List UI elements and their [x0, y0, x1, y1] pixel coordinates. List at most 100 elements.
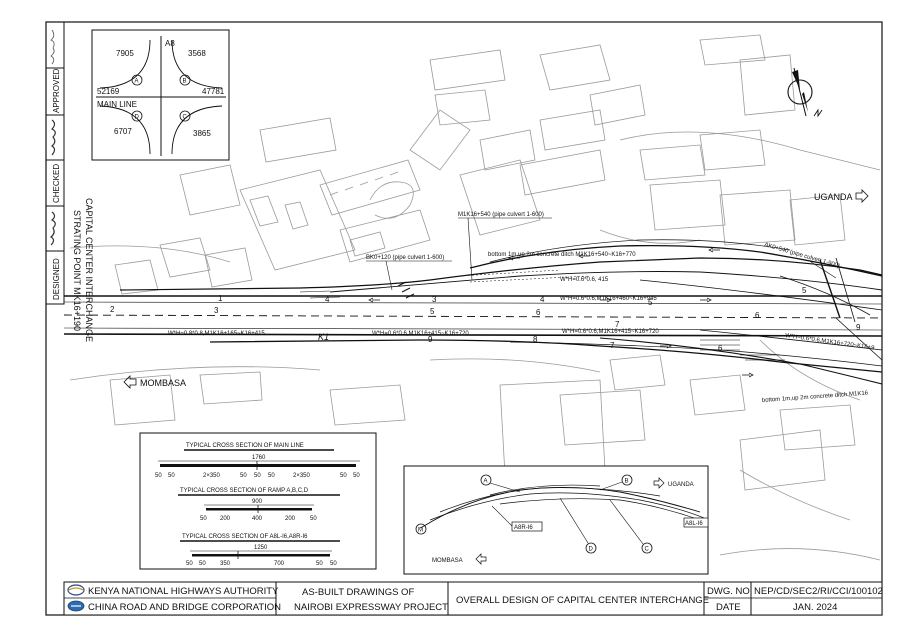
value-7905: 7905 — [116, 49, 134, 58]
lane-number: 3 — [214, 306, 219, 315]
quadrant-d: D — [135, 115, 140, 121]
designed-label: DESIGNED — [52, 258, 61, 300]
lane-number: 7 — [615, 320, 620, 329]
signature-strip: APPROVED CHECKED DESIGNED — [45, 21, 65, 305]
a8-label: A8 — [165, 39, 175, 48]
mombasa-label: MOMBASA — [140, 378, 186, 388]
value-52169: 52169 — [97, 87, 120, 96]
checked-label: CHECKED — [52, 164, 61, 203]
ramp-dim: 200 — [285, 516, 296, 522]
lane-number: 4 — [325, 295, 330, 304]
a8-dim: 700 — [274, 561, 285, 567]
a8-section-title: TYPICAL CROSS SECTION OF A8L-I6,A8R-I6 — [182, 534, 308, 540]
lane-number: 3 — [432, 295, 437, 304]
culvert-bk-label: BK0+120 (pipe culvert 1-600) — [366, 255, 444, 261]
a8-dim: 50 — [316, 561, 323, 567]
lane-number: 6 — [755, 311, 760, 320]
culvert-ak-label: AK0+540 (pipe culvert 1-900) — [763, 242, 840, 269]
lane-numbers: 2 1 3 4 3 5 9 4 6 8 7 7 5 6 5 6 9 — [110, 286, 861, 353]
lane-number: 8 — [533, 335, 538, 344]
main-dim: 2×350 — [203, 473, 221, 479]
main-section-total: 1760 — [252, 455, 266, 461]
lane-number: 5 — [802, 286, 807, 295]
site-buildings — [69, 34, 881, 561]
lane-number: 7 — [610, 341, 615, 350]
date-value: JAN. 2024 — [793, 602, 837, 613]
start-point-line1: CAPITAL CENTER INTERCHANGE — [84, 198, 94, 342]
main-dim: 50 — [240, 473, 247, 479]
main-dim: 50 — [353, 473, 360, 479]
date-label: DATE — [716, 602, 741, 613]
signature-3 — [49, 211, 56, 246]
kenha-logo — [67, 584, 85, 596]
lane-number: 6 — [718, 344, 723, 353]
ditch-bottom-label: bottom 1m,up 2m concrete ditch M1K16 — [762, 391, 869, 404]
mombasa-arrow-icon — [123, 375, 137, 389]
a8-section-total: 1250 — [254, 545, 268, 551]
key-mombasa: MOMBASA — [432, 558, 463, 564]
quadrant-a: A — [135, 79, 139, 85]
value-6707: 6707 — [114, 127, 132, 136]
key-c: C — [645, 547, 650, 553]
value-3865: 3865 — [193, 129, 211, 138]
a8-dim: 50 — [186, 561, 193, 567]
key-a8r: A8R-I6 — [514, 525, 533, 531]
lane-number: 1 — [218, 294, 223, 303]
ramp-dim: 400 — [252, 516, 263, 522]
main-dim: 50 — [155, 473, 162, 479]
key-uganda: UGANDA — [668, 482, 694, 488]
value-47781: 47781 — [202, 87, 225, 96]
title-block: KENYA NATIONAL HIGHWAYS AUTHORITY CHINA … — [63, 581, 883, 616]
ditch-top-label: bottom 1m,up 2m concrete ditch M1K16+540… — [488, 252, 636, 258]
main-dim: 50 — [340, 473, 347, 479]
uganda-label: UGANDA — [814, 192, 853, 202]
quadrant-c: C — [183, 115, 188, 121]
drawing-title: OVERALL DESIGN OF CAPITAL CENTER INTERCH… — [456, 595, 709, 606]
lane-number: 4 — [540, 295, 545, 304]
value-3568: 3568 — [188, 49, 206, 58]
signature-1 — [50, 29, 55, 65]
legend-box: A8 7905 3568 A B 52169 47781 MAIN LINE D… — [91, 29, 230, 161]
lane-number: 6 — [536, 308, 541, 317]
approved-label: APPROVED — [52, 68, 61, 113]
key-mombasa-arrow-icon — [475, 553, 487, 565]
main-dim: 50 — [254, 473, 261, 479]
wh-2-label: W*H=0.6*0.6,M1K16+415~K16+720 — [372, 331, 469, 337]
wh-5-label: W*H=0.6*0.6, 415 — [560, 277, 609, 283]
ramp-dim: 200 — [220, 516, 231, 522]
a8-dim: 50 — [199, 561, 206, 567]
quadrant-b: B — [183, 79, 187, 85]
culvert-m1-label: M1K16+540 (pipe culvert 1-600) — [458, 212, 544, 218]
key-d: D — [589, 547, 594, 553]
lane-number: 5 — [648, 298, 653, 307]
lane-number: 2 — [110, 305, 115, 314]
key-m: M — [418, 528, 423, 534]
org-1: KENYA NATIONAL HIGHWAYS AUTHORITY — [88, 586, 279, 597]
ramp-section-title: TYPICAL CROSS SECTION OF RAMP A,B,C,D — [180, 488, 309, 494]
key-uganda-arrow-icon — [653, 477, 665, 489]
wh-3-label: W*H=0.6*0.6,M1K16+415~K16+720 — [562, 329, 659, 335]
project-line-2: NAIROBI EXPRESSWAY PROJECT — [294, 602, 448, 613]
main-dim: 2×350 — [293, 473, 311, 479]
k1-label: K1 — [318, 332, 329, 342]
project-line-1: AS-BUILT DRAWINGS OF — [302, 587, 414, 598]
main-dim: 50 — [168, 473, 175, 479]
dwg-no: NEP/CD/SEC2/RI/CCI/100102 — [754, 586, 883, 597]
ramp-dim: 50 — [200, 516, 207, 522]
lane-number: 5 — [430, 307, 435, 316]
a8-dim: 50 — [330, 561, 337, 567]
main-dim: 50 — [268, 473, 275, 479]
start-point-line2: STRATING POINT MK16+190 — [72, 210, 82, 331]
lane-number: 9 — [428, 335, 433, 344]
key-plan-box: M A B D C A8R-I6 A8L-I6 UGANDA MOMBASA — [403, 465, 709, 575]
north-arrow-icon — [787, 67, 823, 118]
ramp-section-total: 900 — [252, 499, 263, 505]
lane-number: 9 — [856, 323, 861, 332]
key-a: A — [484, 479, 488, 485]
cross-sections-box: TYPICAL CROSS SECTION OF MAIN LINE 1760 … — [139, 432, 377, 570]
ramp-dim: 50 — [310, 516, 317, 522]
main-line-label: MAIN LINE — [97, 100, 137, 109]
signature-2 — [50, 119, 56, 156]
a8-dim: 350 — [220, 561, 231, 567]
